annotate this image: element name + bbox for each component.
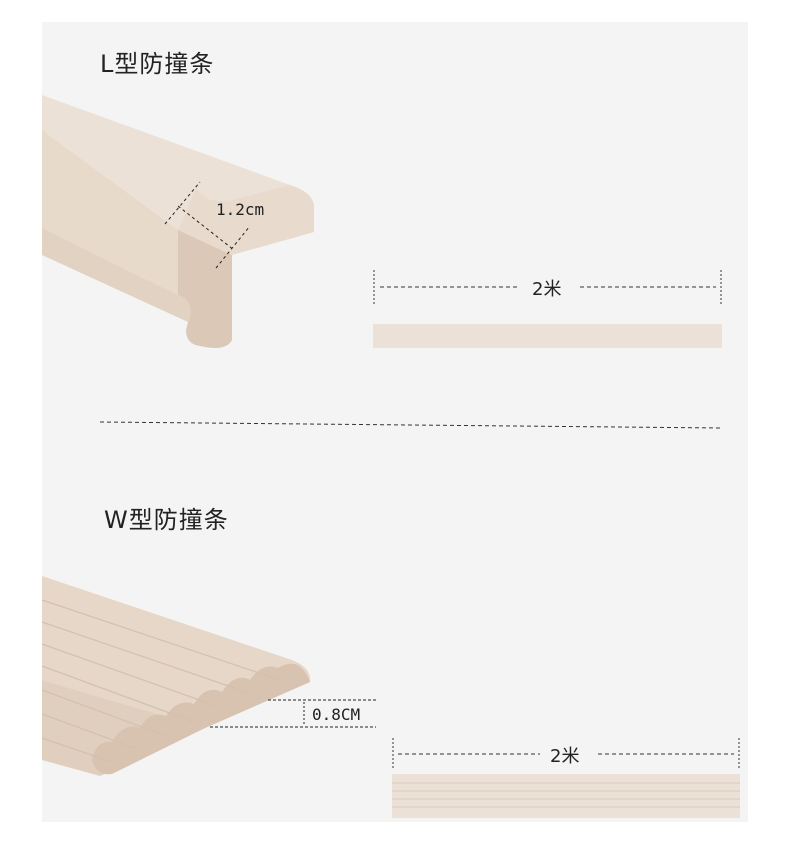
w-length-marker	[392, 738, 740, 768]
w-thickness-label: 0.8CM	[312, 705, 361, 724]
w-strip-title: W型防撞条	[104, 506, 229, 534]
section-divider	[99, 421, 723, 429]
l-length-label: 2米	[526, 275, 568, 301]
l-strip-title: L型防撞条	[100, 50, 215, 78]
l-strip-flat-bar	[373, 324, 722, 348]
w-length-label: 2米	[544, 742, 586, 768]
w-strip-illustration	[41, 576, 376, 776]
w-strip-flat-bar	[392, 774, 740, 818]
l-thickness-label: 1.2cm	[216, 200, 265, 219]
l-length-marker	[373, 270, 722, 304]
l-strip-illustration	[42, 95, 314, 348]
